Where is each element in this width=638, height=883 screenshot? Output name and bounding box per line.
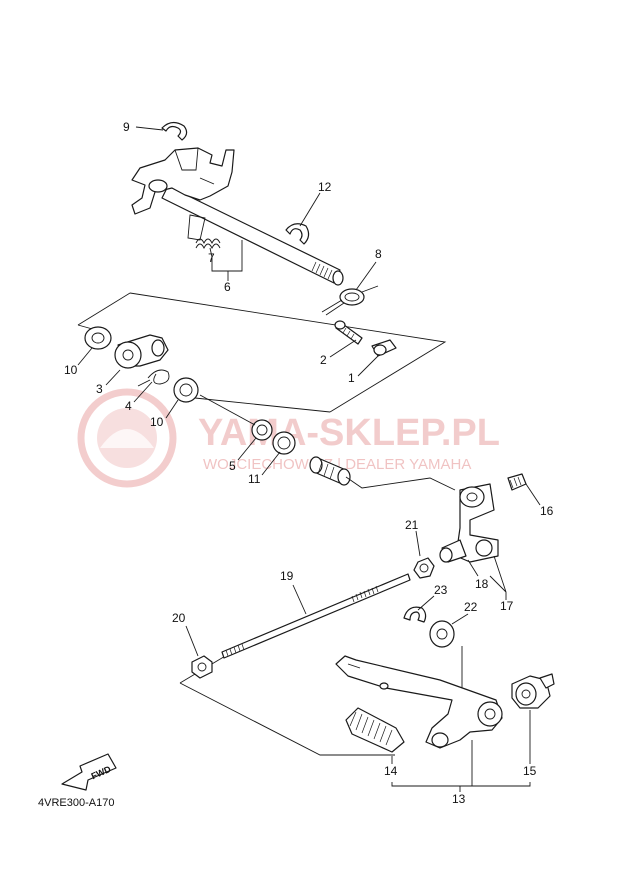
shift-arm-17 [439,483,499,563]
circlip-9 [161,121,188,141]
washer-10a [84,326,112,350]
callout-22: 22 [464,600,478,614]
group-outline-lower [179,646,463,756]
watermark-logo [77,388,177,488]
callout-10a: 10 [64,363,78,377]
group-outline-upper [77,292,447,413]
shift-rod-19 [221,573,411,659]
washer-5 [251,419,273,441]
callout-16: 16 [540,504,554,518]
fwd-arrow-icon: FWD [61,753,117,791]
shift-arm-plate [131,147,235,215]
washer-10b [173,377,199,403]
callout-10b: 10 [150,415,164,429]
callout-14: 14 [384,764,398,778]
watermark-subtitle: WOJCIECHOWICZ | DEALER YAMAHA [203,456,471,473]
callout-23: 23 [434,583,448,597]
circlip-23 [403,606,427,623]
washer-22 [429,620,455,648]
callout-12: 12 [318,180,332,194]
callout-17: 17 [500,599,514,613]
callout-15: 15 [523,764,537,778]
bushing-collar [309,456,351,486]
pedal-rubber-14 [345,707,405,753]
nut-21 [413,557,435,579]
leader-lines [77,126,541,792]
shift-pedal-13 [335,655,503,749]
callout-19: 19 [280,569,294,583]
callout-21: 21 [405,518,419,532]
callout-11: 11 [248,472,261,486]
callout-8: 8 [375,247,382,261]
diagram-code: 4VRE300-A170 [38,797,114,809]
callout-4: 4 [125,399,132,413]
bolt-16 [507,473,527,491]
collar-1 [371,339,397,357]
torsion-spring-8 [321,285,379,316]
callout-18: 18 [475,577,489,591]
callout-7: 7 [208,251,215,265]
oil-seal-11 [272,431,296,455]
joint-15 [511,673,555,709]
stopper-pin-2 [334,320,363,345]
locknut-20 [191,655,213,679]
callout-20: 20 [172,611,186,625]
callout-2: 2 [320,353,327,367]
spring-4 [137,369,170,387]
return-spring-7 [195,238,221,250]
circlip-12 [285,223,310,245]
shift-shaft-assembly [131,147,344,286]
callout-13: 13 [452,792,466,806]
callout-1: 1 [348,371,355,385]
callout-6: 6 [224,280,231,294]
shift-lever-3 [114,334,169,369]
callout-3: 3 [96,382,103,396]
callout-labels: 9 12 7 6 8 2 1 10 3 4 10 5 11 16 21 18 1… [64,120,554,806]
callout-5: 5 [229,459,236,473]
callout-9: 9 [123,120,130,134]
